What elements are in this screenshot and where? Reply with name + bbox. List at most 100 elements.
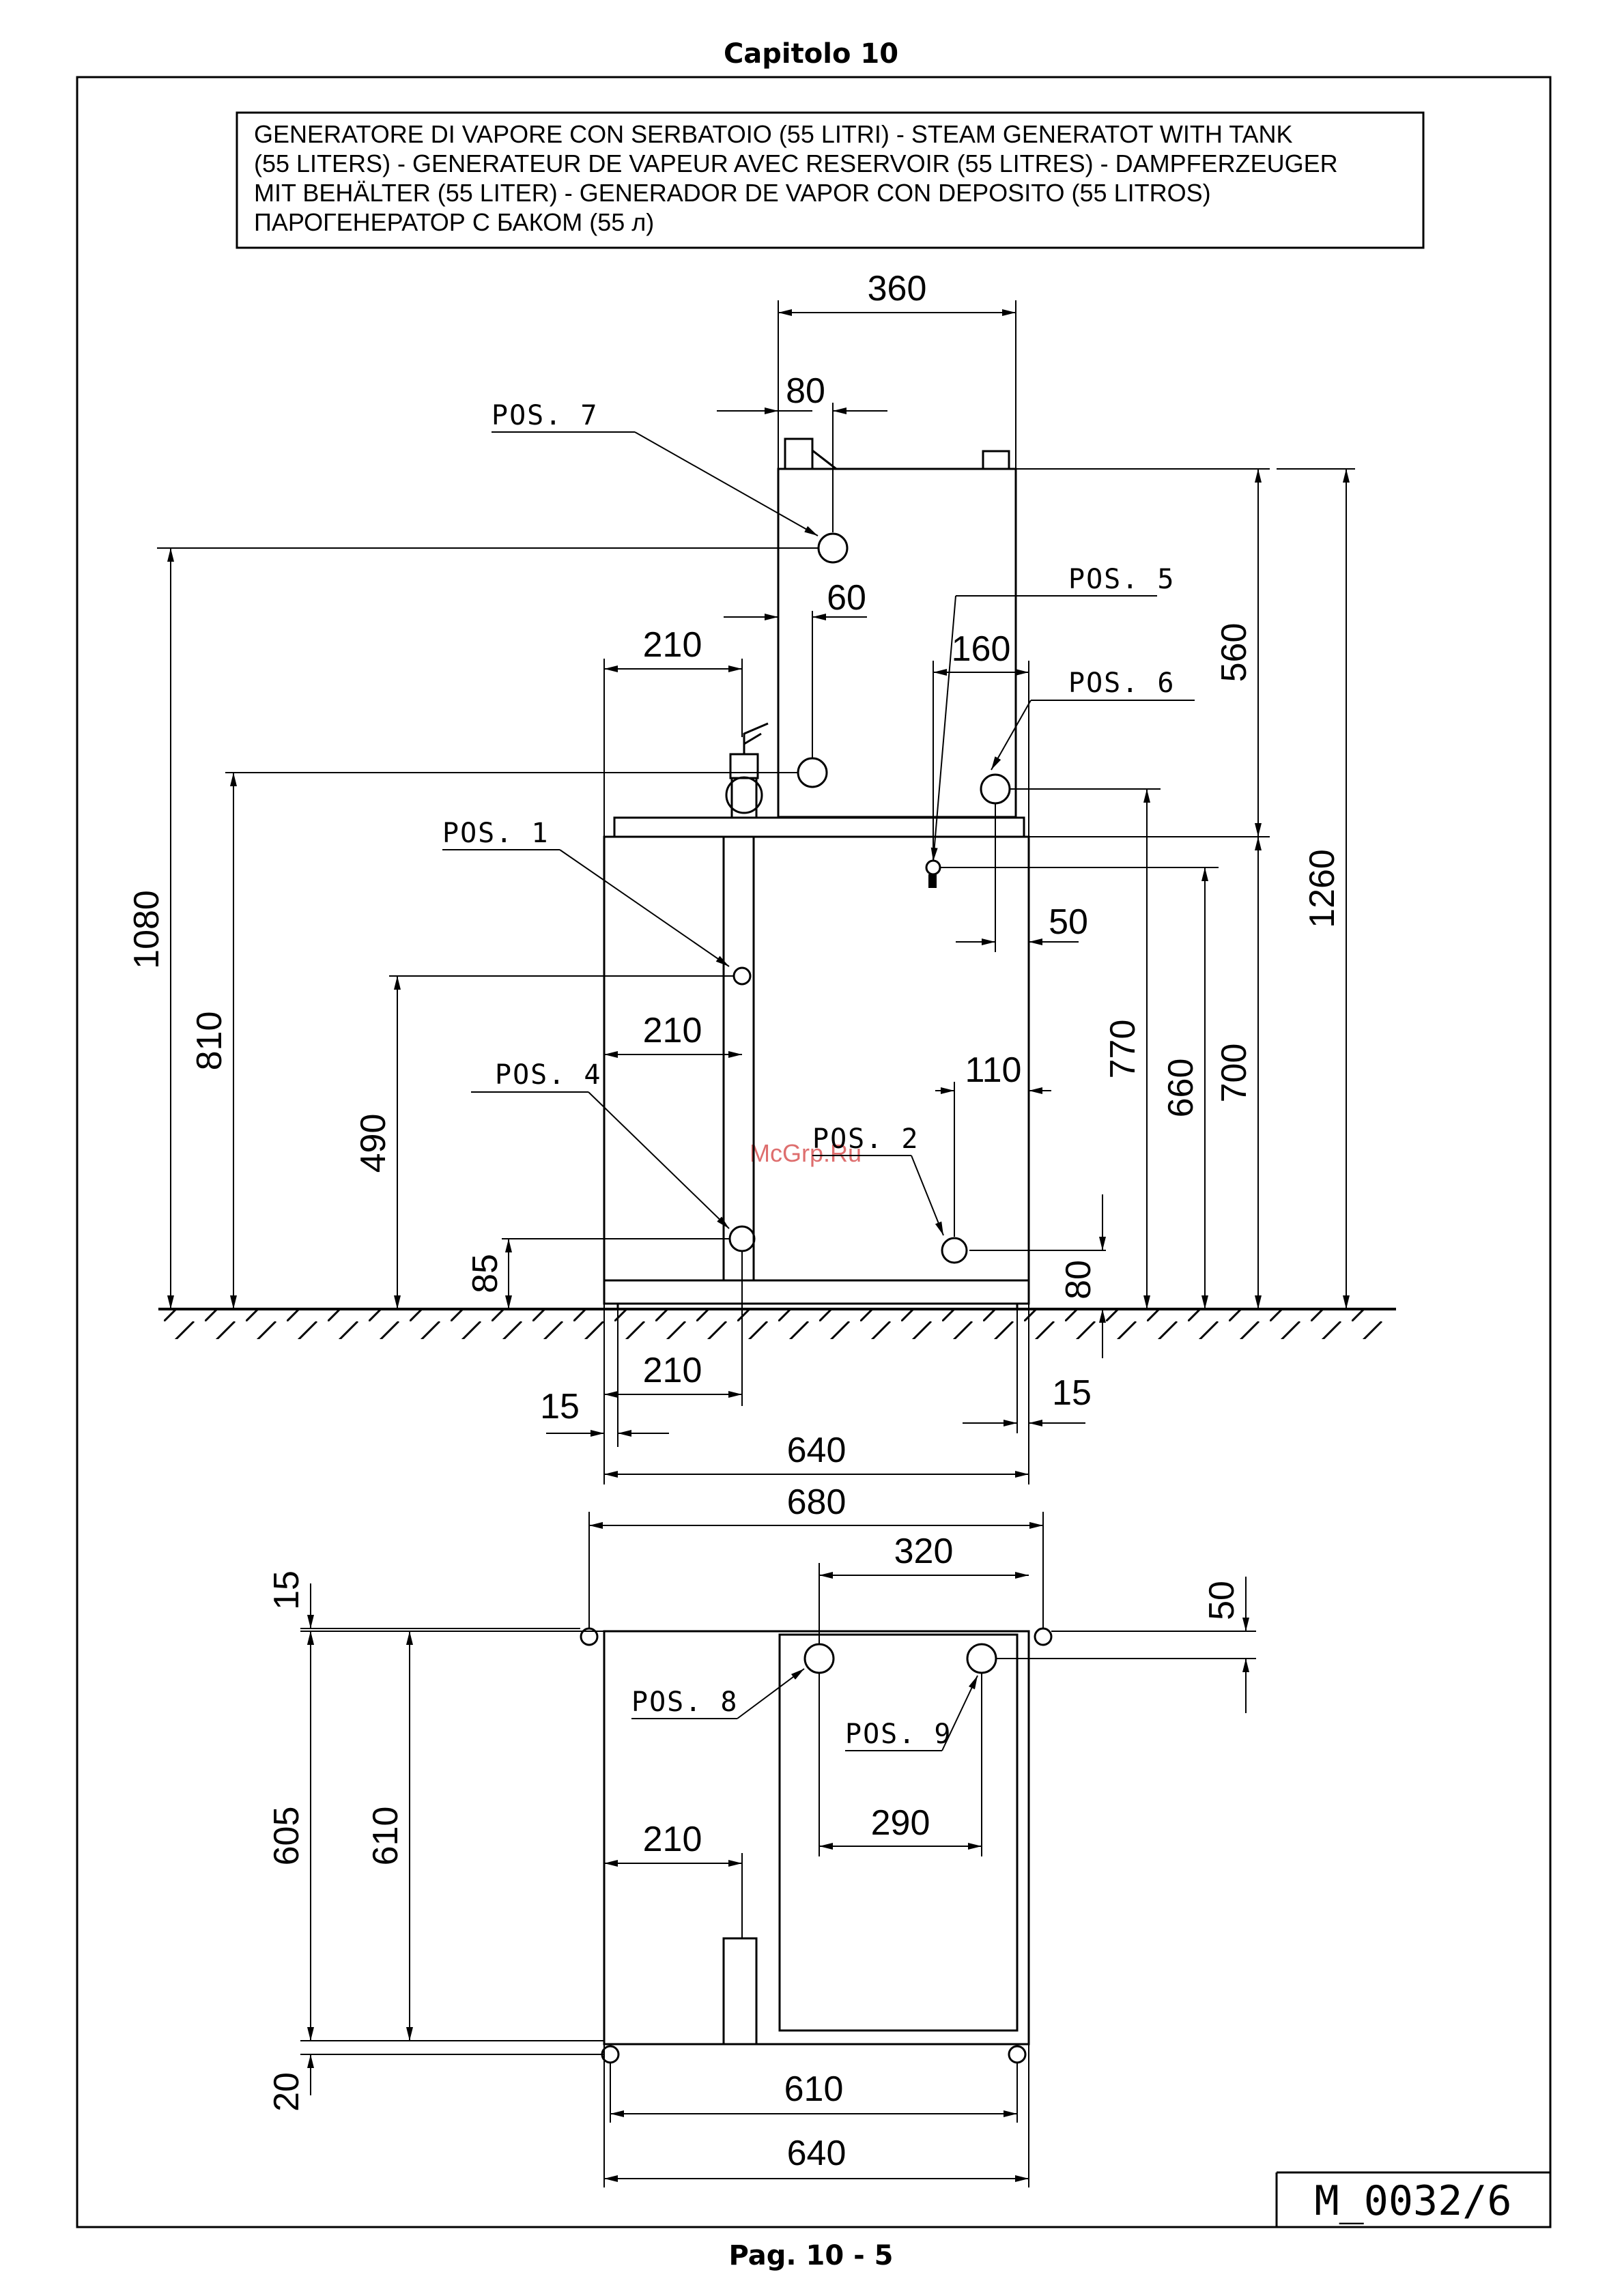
dim-85-label: 85 [466, 1254, 505, 1293]
dim-210-top-label: 210 [643, 625, 702, 665]
dim-80-vertical-label: 80 [1059, 1260, 1098, 1300]
dim-640-top-label: 640 [787, 2134, 846, 2173]
floor-line [158, 1308, 1396, 1353]
chapter-header: Capitolo 10 [724, 38, 898, 70]
pos1-label: POS. 1 [442, 818, 550, 849]
dim-160-label: 160 [952, 629, 1011, 669]
dim-640-front [603, 1304, 1029, 1484]
top-view-body [580, 1627, 1053, 2064]
dim-290-label: 290 [871, 1803, 930, 1843]
pos1-leader [442, 849, 730, 967]
dim-320 [819, 1563, 1029, 1644]
pos6-leader [991, 700, 1195, 771]
dim-640-front-label: 640 [787, 1431, 846, 1470]
dim-15-left-label: 15 [540, 1387, 580, 1426]
dim-560-label: 560 [1214, 623, 1254, 683]
dim-810 [225, 772, 799, 1309]
dim-160 [933, 661, 1029, 861]
dim-1080-label: 1080 [127, 890, 167, 969]
dim-210-bottom [604, 1251, 743, 1406]
dim-210-bottom-label: 210 [643, 1351, 702, 1390]
pos4-connection [728, 1225, 756, 1252]
dim-60-label: 60 [827, 578, 866, 618]
dim-360-label: 360 [868, 269, 927, 308]
dim-320-label: 320 [894, 1532, 954, 1571]
dim-1260 [1277, 468, 1355, 1309]
dim-110-label: 110 [965, 1050, 1022, 1090]
dim-770 [1010, 788, 1161, 1309]
steam-outlet-connection [797, 757, 828, 788]
dim-80-vertical [969, 1194, 1106, 1358]
page-frame [76, 76, 1552, 2228]
dim-80-label: 80 [786, 371, 825, 411]
dim-640-top [603, 2044, 1029, 2187]
dim-50 [956, 804, 1079, 952]
pos7-leader [492, 431, 819, 536]
dim-210-top-view-label: 210 [643, 1820, 702, 1859]
pos9-label: POS. 9 [845, 1719, 952, 1750]
dim-210-mid-label: 210 [643, 1011, 702, 1050]
dim-1260-label: 1260 [1303, 849, 1342, 928]
dim-15-left [546, 1309, 669, 1447]
dim-1080 [157, 547, 819, 1309]
title-line-3: MIT BEHÄLTER (55 LITER) - GENERADOR DE V… [254, 179, 1211, 207]
pos9-connection [966, 1643, 997, 1674]
dim-770-label: 770 [1103, 1020, 1143, 1079]
dim-560 [1016, 468, 1270, 837]
watermark: McGrp.Ru [750, 1139, 862, 1167]
dim-700-label: 700 [1214, 1044, 1254, 1103]
dim-50-top [997, 1577, 1256, 1713]
dim-810-label: 810 [190, 1011, 229, 1071]
pos2-leader [812, 1155, 944, 1236]
dim-50-label: 50 [1049, 902, 1088, 942]
pos7-label: POS. 7 [492, 400, 599, 431]
pos9-leader [845, 1675, 978, 1751]
dim-110 [935, 1082, 1051, 1237]
pos8-leader [631, 1668, 805, 1719]
dim-610-width [610, 2063, 1018, 2123]
dim-680 [588, 1512, 1044, 1628]
dim-50-top-label: 50 [1202, 1581, 1242, 1620]
dim-80 [717, 403, 887, 532]
dim-610-width-label: 610 [784, 2069, 844, 2109]
drawing-code-block: M_0032/6 [1275, 2171, 1550, 2227]
drawing-code: M_0032/6 [1315, 2177, 1512, 2225]
pos2-connection [941, 1237, 968, 1264]
pos5-leader [930, 595, 1157, 862]
dim-15-right-label: 15 [1052, 1373, 1092, 1413]
dim-360 [778, 300, 1016, 469]
pos2-label: POS. 2 [812, 1123, 920, 1155]
dim-210-top [603, 659, 743, 837]
steam-unit-body [777, 437, 1017, 818]
dim-290 [819, 1674, 982, 1856]
top-view: POS. 8 POS. 9 680 320 290 210 [267, 1482, 1256, 2187]
dim-210-top-view [604, 1853, 743, 1938]
pos4-leader [471, 1091, 730, 1229]
pos5-connection [925, 859, 941, 888]
tank-body [603, 816, 1030, 1309]
title-line-2: (55 LITERS) - GENERATEUR DE VAPEUR AVEC … [254, 149, 1338, 177]
pos8-connection [803, 1643, 835, 1674]
dim-85 [502, 1238, 729, 1309]
dim-610-height-label: 610 [366, 1807, 406, 1866]
dim-60 [724, 611, 867, 758]
pos4-label: POS. 4 [495, 1059, 602, 1091]
safety-valve-icon [725, 722, 769, 819]
title-line-4: ПАРОГЕНЕРАТОР С БАКОМ (55 л) [254, 208, 654, 236]
dim-680-label: 680 [787, 1482, 846, 1522]
dim-20-label: 20 [267, 2072, 307, 2112]
dim-660-label: 660 [1161, 1059, 1201, 1118]
pos6-label: POS. 6 [1068, 668, 1176, 699]
pos8-label: POS. 8 [631, 1687, 739, 1718]
pos5-label: POS. 5 [1068, 564, 1176, 595]
front-view: POS. 7 POS. 5 POS. 6 POS. 1 POS. 4 POS. … [127, 269, 1396, 1484]
dim-610-height [396, 1631, 604, 2041]
dim-605-label: 605 [267, 1807, 307, 1866]
title-line-1: GENERATORE DI VAPORE CON SERBATOIO (55 L… [254, 120, 1293, 148]
dim-700 [1029, 836, 1270, 1309]
pos6-connection [980, 773, 1011, 805]
pos7-connection [817, 532, 849, 564]
pos1-connection [732, 966, 752, 986]
dim-15-right [963, 1309, 1085, 1433]
